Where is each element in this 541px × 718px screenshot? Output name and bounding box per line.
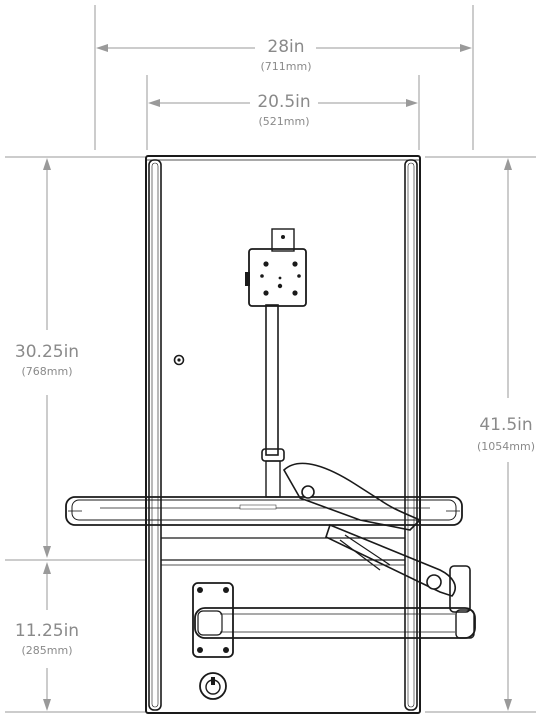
lock-icon xyxy=(173,354,185,366)
vesa-plate xyxy=(245,248,307,307)
dimension-total-height: 41.5in (1054mm) xyxy=(425,156,536,713)
dimension-overall-width: 28in (711mm) xyxy=(94,5,474,150)
keyboard-tray xyxy=(65,496,463,526)
dimension-cabinet-width: 20.5in (521mm) xyxy=(146,75,420,150)
cabinet-width-imperial: 20.5in xyxy=(257,92,310,112)
wall-mount-arm xyxy=(192,582,476,658)
upper-height-metric: (768mm) xyxy=(21,365,72,378)
wall-cabinet xyxy=(145,155,421,714)
tray-arm xyxy=(282,462,471,613)
cabinet-width-metric: (521mm) xyxy=(258,115,309,128)
overall-width-imperial: 28in xyxy=(267,37,304,57)
dimension-upper-height: 30.25in (768mm) xyxy=(5,156,145,561)
knob-icon xyxy=(199,672,227,700)
lower-height-metric: (285mm) xyxy=(21,644,72,657)
overall-width-metric: (711mm) xyxy=(260,60,311,73)
dimension-lower-height: 11.25in (285mm) xyxy=(5,562,145,713)
monitor-pole xyxy=(261,228,295,498)
total-height-imperial: 41.5in xyxy=(479,415,532,435)
lower-height-imperial: 11.25in xyxy=(15,621,79,641)
total-height-metric: (1054mm) xyxy=(477,440,535,453)
upper-height-imperial: 30.25in xyxy=(15,342,79,362)
